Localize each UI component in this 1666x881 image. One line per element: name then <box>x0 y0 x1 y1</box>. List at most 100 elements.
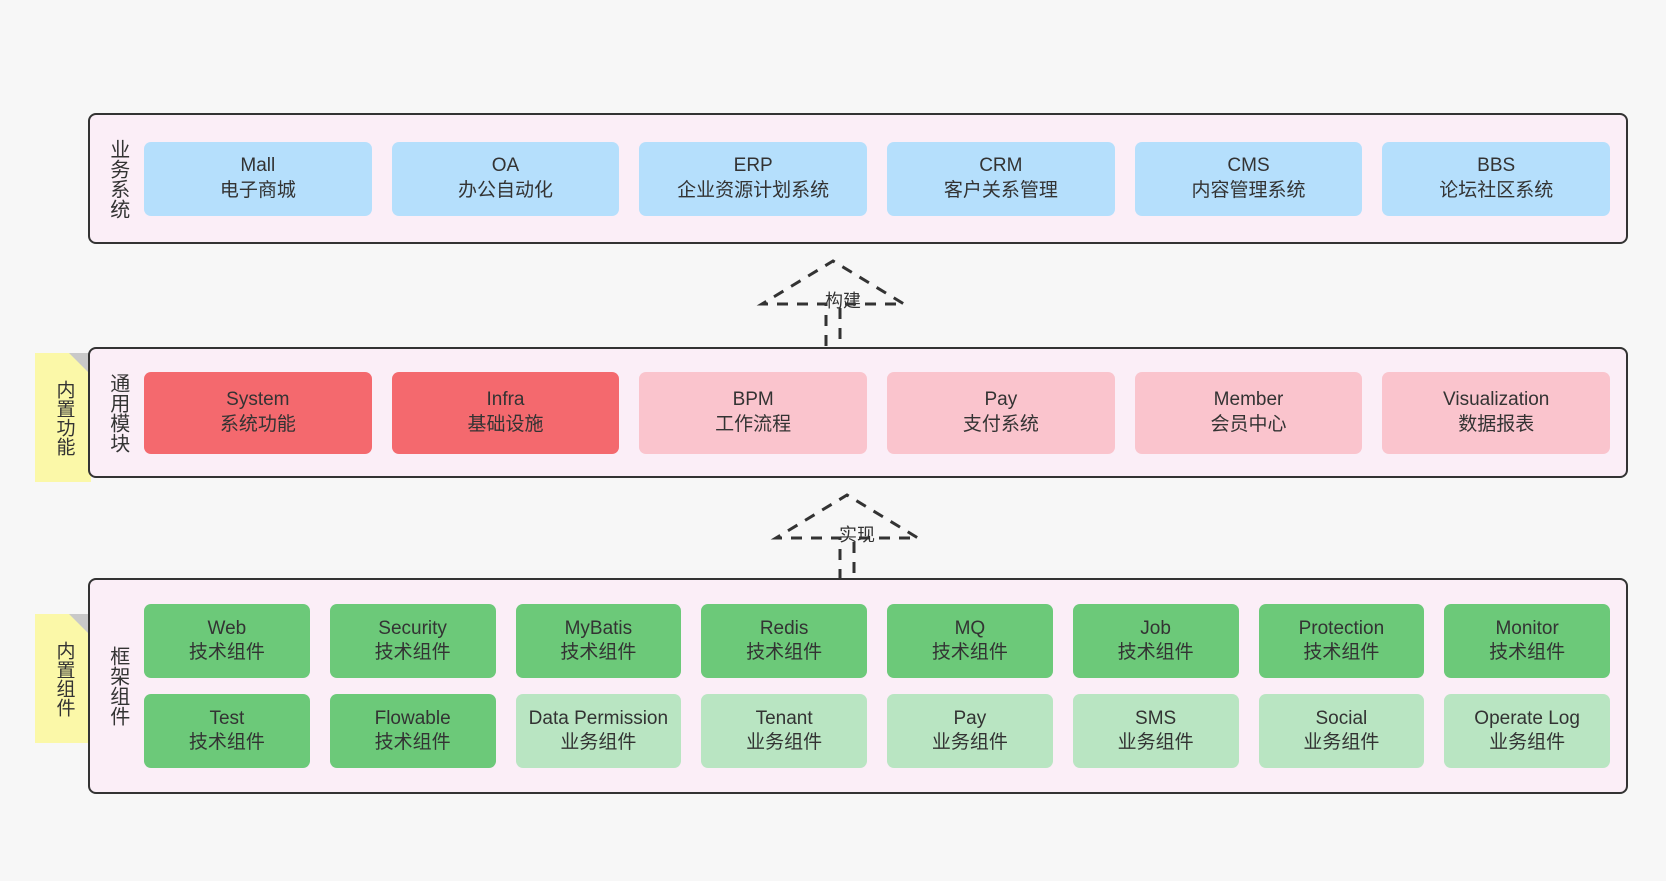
card-visualization-sub: 数据报表 <box>1458 413 1535 435</box>
card-web-sub: 技术组件 <box>188 642 265 663</box>
card-crm-sub: 客户关系管理 <box>943 179 1058 201</box>
card-infra[interactable]: Infra 基础设施 <box>391 371 620 454</box>
framework-business-row: Test 技术组件 Flowable 技术组件 Data Permission … <box>144 694 1610 768</box>
card-monitor[interactable]: Monitor 技术组件 <box>1444 604 1610 678</box>
card-mybatis-name: MyBatis <box>564 617 633 639</box>
card-mybatis[interactable]: MyBatis 技术组件 <box>515 604 682 678</box>
card-job-sub: 技术组件 <box>1117 642 1194 663</box>
layer-framework-components-body: Web 技术组件 Security 技术组件 MyBatis 技术组件 Redi… <box>134 580 1626 792</box>
card-erp-sub: 企业资源计划系统 <box>677 179 830 201</box>
implement-arrow-shape <box>770 493 924 580</box>
card-flowable-name: Flowable <box>374 707 451 729</box>
card-bpm-name: BPM <box>732 389 774 411</box>
card-bbs[interactable]: BBS 论坛社区系统 <box>1382 141 1611 216</box>
connector-implement: 实现 <box>770 492 924 580</box>
framework-tech-row: Web 技术组件 Security 技术组件 MyBatis 技术组件 Redi… <box>144 604 1610 678</box>
layer-common-modules: 通用模块 System 系统功能 Infra 基础设施 BPM 工作流程 Pay… <box>88 347 1628 478</box>
card-data-permission[interactable]: Data Permission 业务组件 <box>515 694 682 768</box>
card-monitor-sub: 技术组件 <box>1489 642 1566 663</box>
layer-business-systems-title: 业务系统 <box>106 138 129 219</box>
card-oa-sub: 办公自动化 <box>458 179 554 201</box>
note-builtin-components: 内置组件 <box>35 614 91 743</box>
note-builtin-features-label: 内置功能 <box>53 379 75 456</box>
card-pay-module-sub: 支付系统 <box>962 413 1039 435</box>
card-bpm[interactable]: BPM 工作流程 <box>639 371 868 454</box>
card-pay-module[interactable]: Pay 支付系统 <box>887 371 1115 454</box>
card-data-permission-name: Data Permission <box>528 707 669 729</box>
card-crm[interactable]: CRM 客户关系管理 <box>887 141 1115 216</box>
card-test-name: Test <box>209 707 245 729</box>
card-member[interactable]: Member 会员中心 <box>1134 371 1363 454</box>
card-pay-module-name: Pay <box>984 389 1018 411</box>
card-cms[interactable]: CMS 内容管理系统 <box>1134 141 1363 216</box>
card-oa-name: OA <box>491 155 520 177</box>
card-sms-name: SMS <box>1135 707 1177 729</box>
card-erp[interactable]: ERP 企业资源计划系统 <box>639 141 868 216</box>
card-sms-sub: 业务组件 <box>1117 732 1194 753</box>
layer-business-systems-body: Mall 电子商城 OA 办公自动化 ERP 企业资源计划系统 CRM 客户关系… <box>134 115 1626 242</box>
card-operate-log[interactable]: Operate Log 业务组件 <box>1444 694 1610 768</box>
card-mq-sub: 技术组件 <box>931 642 1008 663</box>
card-infra-sub: 基础设施 <box>467 413 544 435</box>
connector-implement-label: 实现 <box>839 525 875 545</box>
card-redis[interactable]: Redis 技术组件 <box>701 604 867 678</box>
card-cms-sub: 内容管理系统 <box>1191 179 1306 201</box>
connector-build-label: 构建 <box>825 291 861 311</box>
card-mall-name: Mall <box>240 155 276 177</box>
card-security-sub: 技术组件 <box>374 642 451 663</box>
layer-common-modules-title: 通用模块 <box>106 372 129 453</box>
card-mall[interactable]: Mall 电子商城 <box>144 141 372 216</box>
card-test-sub: 技术组件 <box>188 732 265 753</box>
card-bpm-sub: 工作流程 <box>715 413 792 435</box>
card-mq-name: MQ <box>954 617 986 639</box>
card-system-sub: 系统功能 <box>219 413 296 435</box>
card-job-name: Job <box>1140 617 1171 639</box>
card-member-sub: 会员中心 <box>1210 413 1287 435</box>
card-monitor-name: Monitor <box>1495 617 1559 639</box>
card-protection-name: Protection <box>1298 617 1385 639</box>
card-erp-name: ERP <box>733 155 773 177</box>
card-cms-name: CMS <box>1227 155 1270 177</box>
card-bbs-name: BBS <box>1477 155 1516 177</box>
card-tenant-name: Tenant <box>755 707 813 729</box>
build-arrow-shape <box>756 259 910 346</box>
card-protection-sub: 技术组件 <box>1303 642 1380 663</box>
card-oa[interactable]: OA 办公自动化 <box>391 141 620 216</box>
layer-business-systems: 业务系统 Mall 电子商城 OA 办公自动化 ERP 企业资源计划系统 CRM… <box>88 113 1628 244</box>
business-systems-row: Mall 电子商城 OA 办公自动化 ERP 企业资源计划系统 CRM 客户关系… <box>144 141 1611 216</box>
card-operate-log-sub: 业务组件 <box>1489 732 1566 753</box>
card-social[interactable]: Social 业务组件 <box>1258 694 1425 768</box>
card-crm-name: CRM <box>979 155 1023 177</box>
card-security[interactable]: Security 技术组件 <box>329 604 496 678</box>
card-tenant[interactable]: Tenant 业务组件 <box>701 694 867 768</box>
card-protection[interactable]: Protection 技术组件 <box>1258 604 1425 678</box>
card-security-name: Security <box>378 617 447 639</box>
card-pay-component-sub: 业务组件 <box>931 732 1008 753</box>
card-sms[interactable]: SMS 业务组件 <box>1072 694 1239 768</box>
card-visualization[interactable]: Visualization 数据报表 <box>1382 371 1611 454</box>
card-system[interactable]: System 系统功能 <box>144 371 372 454</box>
card-mq[interactable]: MQ 技术组件 <box>887 604 1053 678</box>
card-visualization-name: Visualization <box>1443 389 1550 411</box>
card-member-name: Member <box>1213 389 1284 411</box>
card-social-name: Social <box>1315 707 1368 729</box>
card-pay-component[interactable]: Pay 业务组件 <box>887 694 1053 768</box>
card-mybatis-sub: 技术组件 <box>560 642 637 663</box>
card-job[interactable]: Job 技术组件 <box>1072 604 1239 678</box>
card-pay-component-name: Pay <box>953 707 987 729</box>
card-mall-sub: 电子商城 <box>219 179 296 201</box>
card-test[interactable]: Test 技术组件 <box>144 694 310 768</box>
connector-build: 构建 <box>756 258 910 346</box>
card-social-sub: 业务组件 <box>1303 732 1380 753</box>
card-flowable[interactable]: Flowable 技术组件 <box>329 694 496 768</box>
card-infra-name: Infra <box>486 389 525 411</box>
note-builtin-components-label: 内置组件 <box>53 640 75 717</box>
layer-framework-components-title: 框架组件 <box>106 646 129 726</box>
common-modules-row: System 系统功能 Infra 基础设施 BPM 工作流程 Pay 支付系统… <box>144 371 1611 454</box>
card-data-permission-sub: 业务组件 <box>560 732 637 753</box>
card-system-name: System <box>226 389 290 411</box>
card-tenant-sub: 业务组件 <box>746 732 823 753</box>
card-web[interactable]: Web 技术组件 <box>144 604 310 678</box>
card-flowable-sub: 技术组件 <box>374 732 451 753</box>
